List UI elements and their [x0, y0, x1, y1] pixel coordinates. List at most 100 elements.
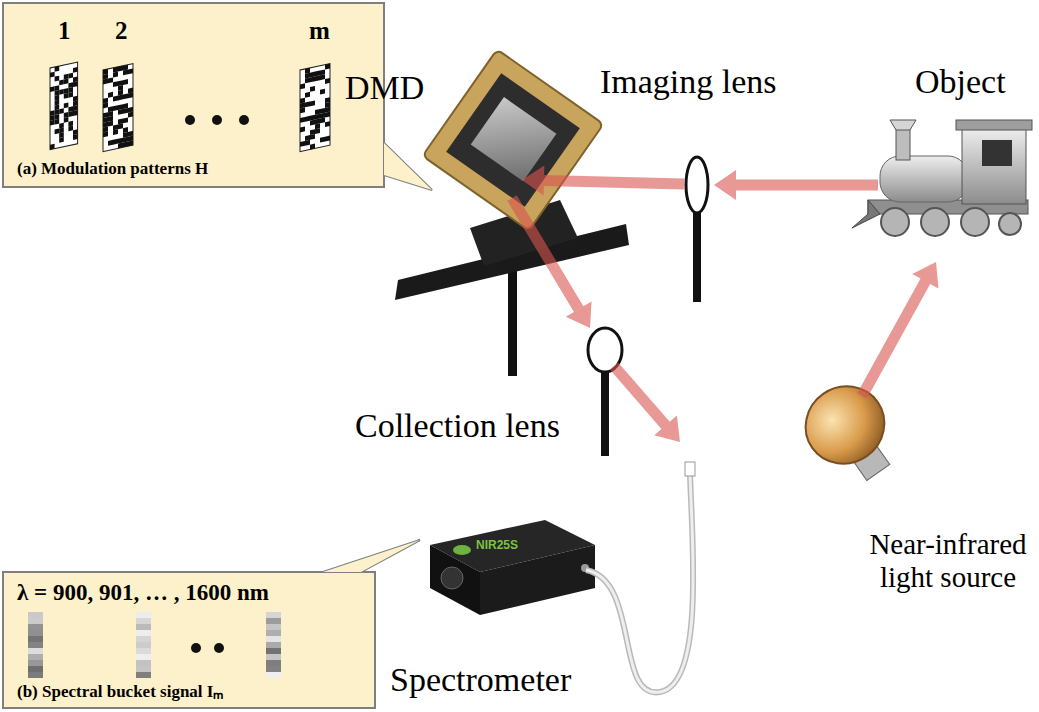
strip-cell — [266, 654, 281, 660]
optics-layer — [395, 49, 1032, 692]
pattern-cell — [64, 112, 69, 118]
pattern-cell — [113, 72, 118, 78]
pattern-cell — [73, 96, 78, 102]
lens-stand — [693, 210, 701, 302]
pattern-cell — [50, 72, 55, 78]
pattern-cell — [50, 86, 55, 92]
pattern-cell — [123, 117, 128, 123]
pattern-cell — [68, 126, 73, 132]
train-cowcatcher — [852, 200, 880, 228]
pattern-cell — [113, 96, 118, 102]
light-beam — [714, 170, 878, 200]
strip-cell — [136, 618, 151, 624]
strip-cell — [136, 648, 151, 654]
pattern-cell — [59, 132, 64, 138]
pattern-cell — [59, 79, 64, 85]
object-train — [852, 120, 1032, 236]
pattern-cell — [64, 93, 69, 99]
pattern-cell — [310, 120, 315, 126]
light-beam — [507, 195, 591, 328]
pattern-cell — [50, 120, 55, 126]
callout-layer — [3, 3, 432, 708]
callout-outline — [3, 3, 432, 190]
pattern-cell — [55, 95, 60, 101]
part-label: Near-infrared light source — [862, 528, 1034, 595]
imaging-lens — [686, 157, 708, 213]
light-beam — [857, 262, 938, 399]
pattern-cell — [325, 112, 330, 118]
ellipsis-dot — [239, 115, 249, 125]
train-roof — [956, 120, 1032, 130]
pattern-ground — [50, 62, 78, 149]
pattern-cell — [315, 75, 320, 81]
pattern-cell — [300, 107, 305, 113]
strip-cell — [28, 630, 43, 636]
spectrometer-side — [480, 545, 595, 615]
pattern-cell — [113, 139, 118, 145]
strip-cell — [28, 672, 43, 678]
spectrometer-fan — [441, 567, 463, 589]
pattern-cell — [68, 92, 73, 98]
pattern-cell — [320, 117, 325, 123]
pattern-cell — [64, 117, 69, 123]
beam-layer — [507, 166, 938, 442]
strip-cell — [136, 636, 151, 642]
pattern-cell — [50, 144, 55, 150]
pattern-cell — [128, 92, 133, 98]
fiber-tip — [685, 462, 695, 476]
strip-cell — [266, 624, 281, 630]
pattern-cell — [73, 105, 78, 111]
strip-cell — [28, 660, 43, 666]
pattern-cell — [68, 111, 73, 117]
part-label: Imaging lens — [600, 62, 777, 101]
strip-cell — [28, 648, 43, 654]
pattern-cell — [310, 100, 315, 106]
strip-cell — [136, 672, 151, 678]
strip-cell — [136, 654, 151, 660]
strip-cell — [136, 612, 151, 618]
pattern-cell — [118, 95, 123, 101]
train-cab — [962, 128, 1026, 204]
dmd-package — [446, 73, 580, 207]
spectral-strip — [136, 612, 151, 678]
train-wheel — [999, 213, 1021, 235]
strip-cell — [266, 642, 281, 648]
pattern-cell — [113, 81, 118, 87]
pattern-cell — [310, 86, 315, 92]
strip-cell — [136, 642, 151, 648]
pattern-cell — [50, 110, 55, 116]
pattern-cell — [68, 121, 73, 127]
pattern-cell — [123, 93, 128, 99]
light-beam — [610, 362, 680, 442]
callout-box: λ = 900, 901, … , 1600 nm(b) Spectral bu… — [3, 572, 375, 708]
pattern-cell — [50, 115, 55, 121]
pattern-cell — [103, 79, 108, 85]
pattern-cell — [113, 105, 118, 111]
pattern-cell — [325, 121, 330, 127]
pattern-cell — [118, 123, 123, 129]
ellipsis-dot — [214, 643, 224, 653]
pattern-cell — [64, 102, 69, 108]
pattern-cell — [73, 81, 78, 87]
pattern-cell — [320, 137, 325, 143]
strip-cell — [28, 612, 43, 618]
pattern-cell — [55, 114, 60, 120]
pattern-ground — [103, 64, 133, 152]
pattern-cell — [55, 109, 60, 115]
strip-cell — [266, 660, 281, 666]
pattern-cell — [123, 141, 128, 147]
modulation-pattern — [103, 64, 133, 152]
pattern-cell — [305, 92, 310, 98]
pattern-cell — [55, 119, 60, 125]
pattern-cell — [128, 112, 133, 118]
pattern-cell — [68, 73, 73, 79]
strip-cell — [28, 618, 43, 624]
pattern-cell — [108, 77, 113, 83]
pattern-cell — [68, 87, 73, 93]
strip-cell — [266, 672, 281, 678]
pattern-cell — [310, 76, 315, 82]
strip-cell — [28, 624, 43, 630]
pattern-cell — [315, 128, 320, 134]
pattern-cell — [55, 100, 60, 106]
pattern-cell — [325, 64, 330, 70]
